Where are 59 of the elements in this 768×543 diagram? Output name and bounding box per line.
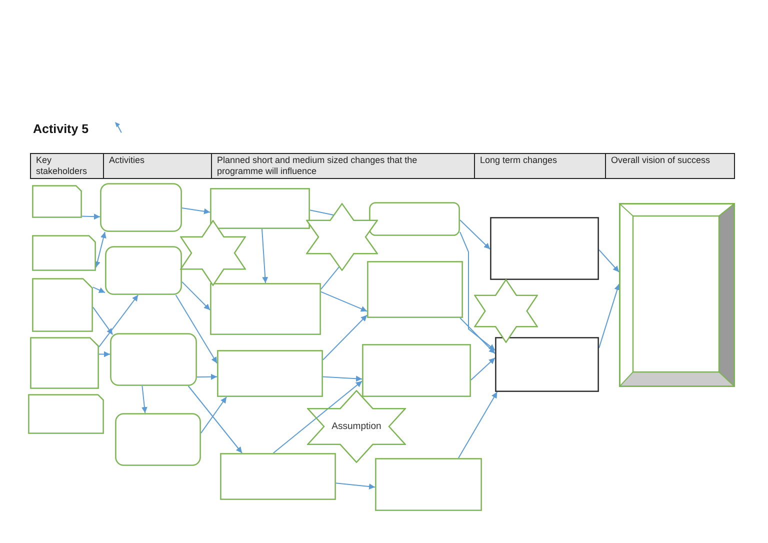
arrow	[200, 396, 227, 434]
arrow	[336, 482, 376, 490]
arrow	[598, 284, 620, 348]
snipped-corner-box	[32, 278, 93, 332]
double-arrow	[94, 232, 106, 268]
rectangle-box	[217, 350, 323, 397]
arrow	[175, 294, 218, 364]
rectangle-box	[210, 188, 310, 229]
star-shape	[180, 220, 246, 286]
rectangle-box	[375, 458, 482, 511]
arrow	[460, 231, 496, 351]
rounded-box	[115, 413, 201, 466]
arrow	[320, 291, 368, 312]
star-shape	[306, 203, 378, 271]
arrow	[262, 228, 268, 284]
column-header: Long term changes	[474, 153, 606, 179]
column-header: Overall vision of success	[605, 153, 735, 179]
column-header: Planned short and medium sized changes that the programme will influence	[211, 153, 475, 179]
arrow	[470, 357, 496, 380]
arrow	[322, 314, 368, 360]
arrow	[182, 208, 210, 214]
column-header: Key stakeholders	[30, 153, 104, 179]
rounded-box	[110, 333, 197, 386]
snipped-corner-box	[30, 337, 99, 389]
rectangle-box	[490, 217, 599, 280]
star-shape	[307, 390, 406, 463]
arrow	[272, 380, 362, 454]
snipped-corner-box	[28, 394, 104, 434]
rectangle-box	[362, 344, 471, 397]
arrow	[82, 214, 100, 220]
arrow	[322, 376, 362, 382]
arrow	[458, 392, 498, 458]
arrow	[196, 374, 218, 380]
rectangle-box	[220, 453, 336, 500]
heading: Activity 5	[33, 121, 89, 137]
arrow	[460, 318, 496, 354]
rectangle-box	[210, 283, 321, 335]
arrow	[598, 249, 620, 272]
arrow	[98, 351, 110, 358]
rounded-box	[100, 183, 182, 232]
arrow	[182, 281, 210, 310]
arrow	[92, 306, 114, 336]
bevel-frame	[619, 203, 735, 387]
rounded-box	[105, 246, 182, 295]
arrow	[188, 386, 242, 454]
arrow	[92, 286, 106, 294]
arrow	[98, 294, 139, 348]
column-header: Activities	[103, 153, 212, 179]
star-shape	[474, 279, 538, 343]
star-label: Assumption	[332, 420, 382, 432]
arrow	[141, 386, 148, 414]
snipped-corner-box	[32, 185, 82, 218]
connector-line	[310, 210, 334, 216]
rounded-box	[369, 202, 460, 236]
arrow	[460, 220, 490, 250]
snipped-corner-box	[32, 235, 96, 271]
rectangle-box	[367, 261, 463, 318]
connector-line	[320, 266, 340, 290]
rectangle-box	[495, 337, 599, 392]
